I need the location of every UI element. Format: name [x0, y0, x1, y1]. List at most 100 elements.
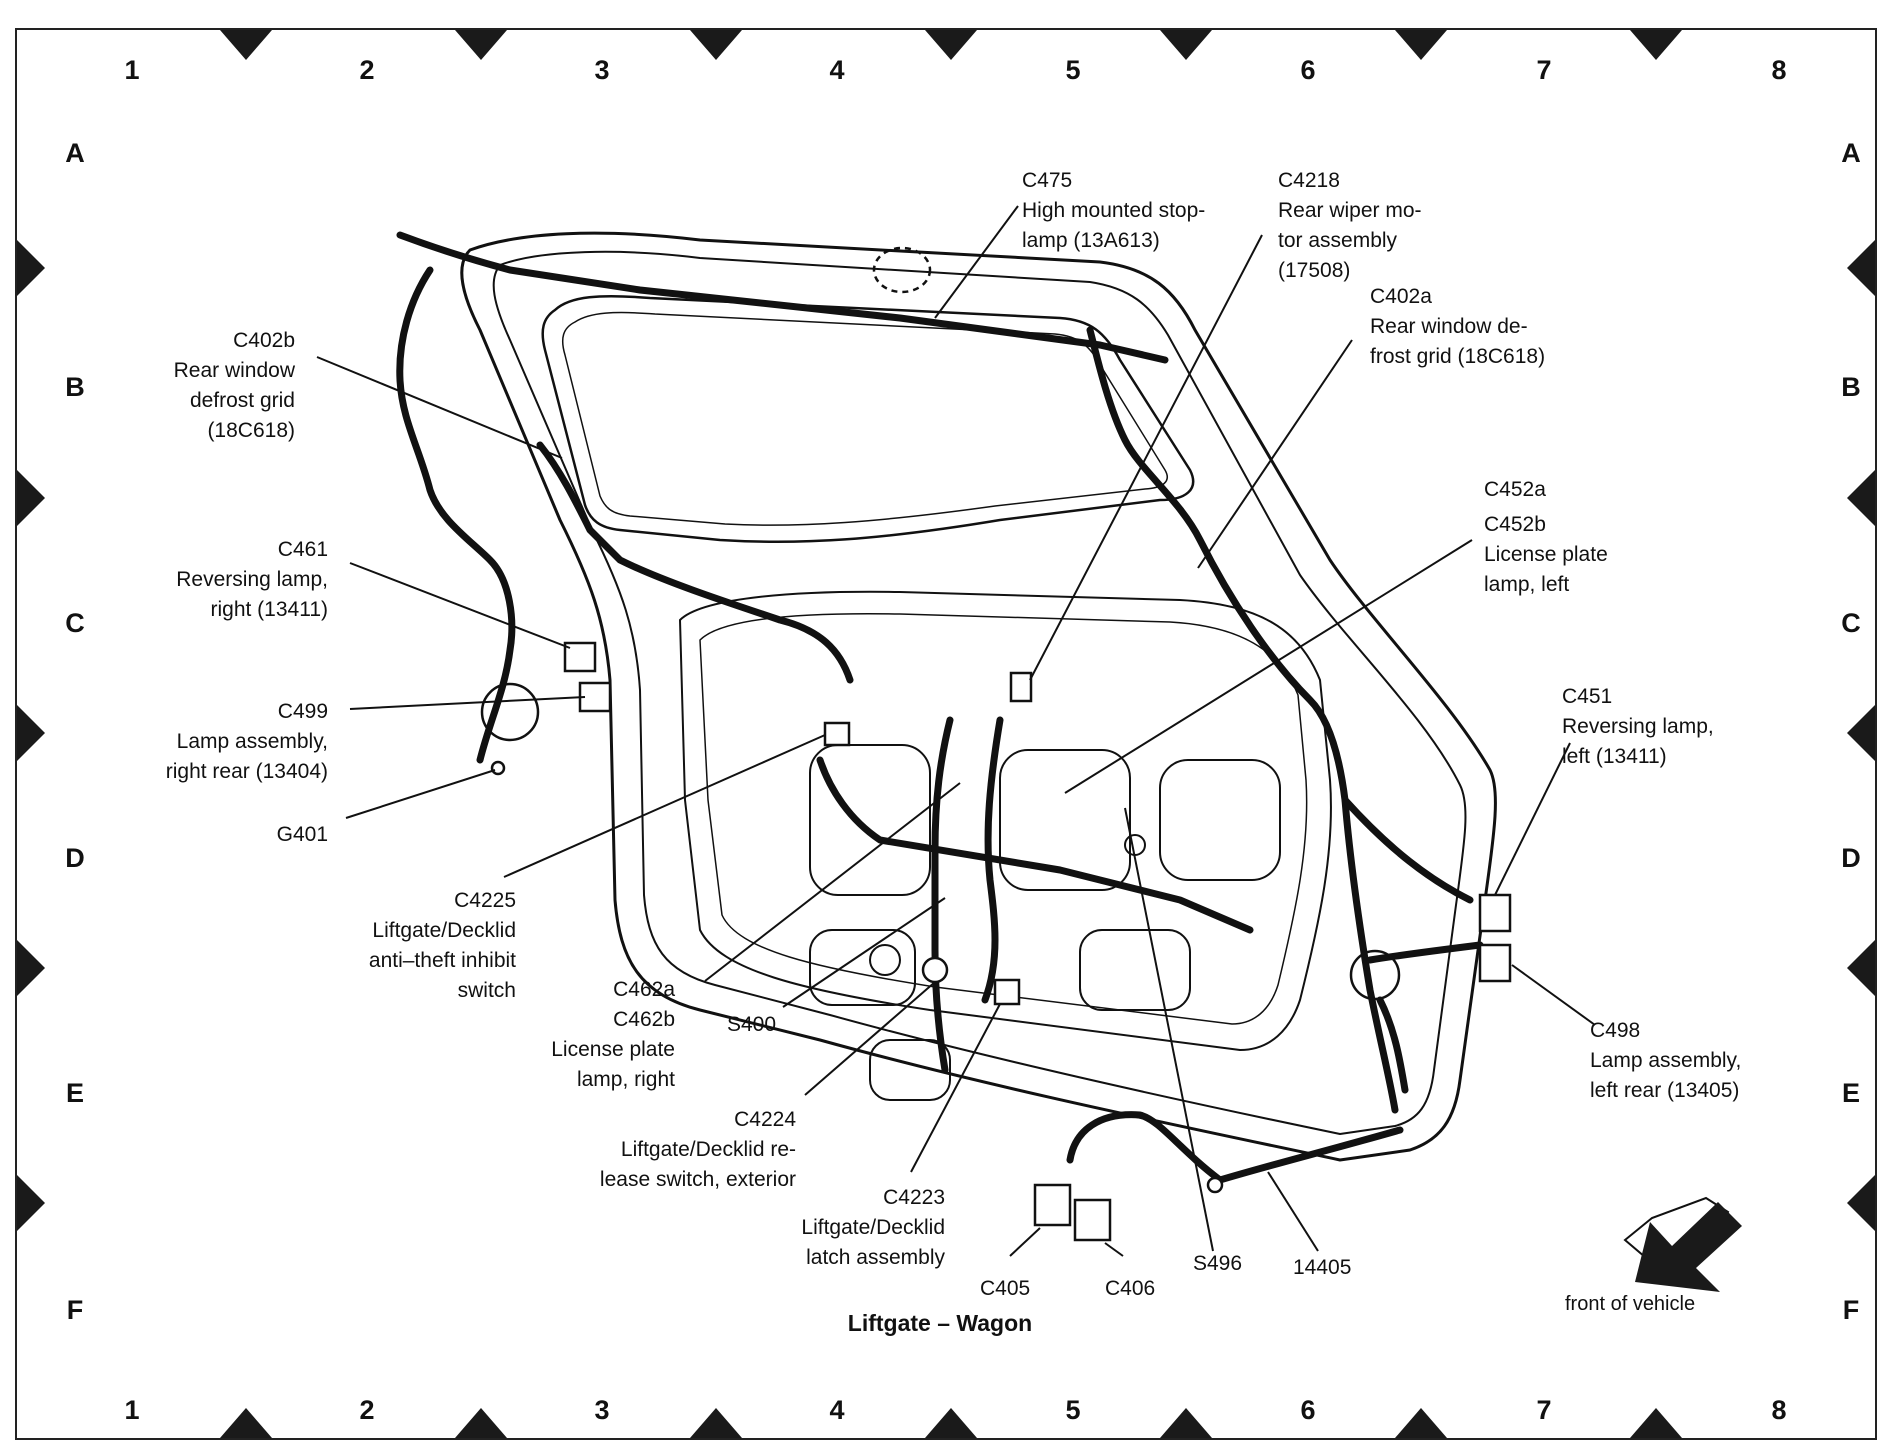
right-marker — [1847, 705, 1875, 761]
callout-c402b: C402b Rear window defrost grid (18C618) — [120, 326, 295, 446]
bottom-marker — [1395, 1408, 1447, 1438]
callout-14405: 14405 — [1293, 1253, 1351, 1283]
leader-c451 — [1494, 742, 1571, 896]
top-marker — [1630, 30, 1682, 60]
leader-s496 — [1124, 807, 1214, 1252]
grommet-right — [480, 682, 540, 742]
callout-c4223: C4223 Liftgate/Decklid latch assembly — [760, 1183, 945, 1273]
col-label: 7 — [1536, 1395, 1552, 1425]
row-label: D — [65, 843, 85, 873]
top-marker — [220, 30, 272, 60]
callout-text: lamp (13A613) — [1022, 229, 1160, 252]
leader-c402a — [1197, 339, 1353, 569]
callout-id: 14405 — [1293, 1256, 1352, 1279]
col-label: 1 — [124, 55, 140, 85]
callout-text: License plate — [1484, 543, 1608, 566]
connector-c4218 — [1009, 671, 1033, 703]
grid-markers — [17, 30, 1875, 1438]
callout-c499: C499 Lamp assembly, right rear (13404) — [130, 697, 328, 787]
row-label: F — [66, 1295, 84, 1325]
callout-c402a: C402a Rear window de- frost grid (18C618… — [1370, 282, 1545, 372]
callout-text: Reversing lamp, — [176, 568, 328, 591]
callout-text: Rear wiper mo- — [1278, 199, 1422, 222]
callout-c406: C406 — [1105, 1274, 1155, 1304]
callout-c498: C498 Lamp assembly, left rear (13405) — [1590, 1016, 1741, 1106]
callout-text: switch — [457, 979, 516, 1002]
callout-text: Rear window de- — [1370, 315, 1528, 338]
diagram-frame — [15, 28, 1877, 1440]
row-label: C — [1841, 608, 1861, 638]
connector-c451 — [1478, 893, 1512, 933]
callout-c405: C405 — [980, 1274, 1030, 1304]
top-marker — [455, 30, 507, 60]
callout-text: left (13411) — [1562, 745, 1667, 768]
callout-id: C4223 — [883, 1186, 945, 1209]
callout-text: latch assembly — [806, 1246, 945, 1269]
connector-c4224 — [921, 956, 949, 984]
connectors — [480, 246, 1512, 1242]
connector-c405 — [1033, 1183, 1072, 1227]
leader-c498 — [1511, 964, 1596, 1026]
left-marker — [17, 1175, 45, 1231]
col-label: 6 — [1300, 1395, 1316, 1425]
callout-text: Lamp assembly, — [176, 730, 328, 753]
leader-c406 — [1104, 1242, 1124, 1257]
grommet-left — [1349, 949, 1401, 1001]
callout-c4225: C4225 Liftgate/Decklid anti–theft inhibi… — [320, 886, 516, 1006]
right-marker — [1847, 470, 1875, 526]
callout-text: anti–theft inhibit — [368, 949, 516, 972]
callout-id: C4218 — [1278, 169, 1340, 192]
ground-g401 — [490, 760, 506, 776]
callout-c4218: C4218 Rear wiper mo- tor assembly (17508… — [1278, 166, 1422, 286]
leader-c4223 — [910, 1003, 1001, 1173]
connector-c4223 — [993, 978, 1021, 1006]
callout-id: C405 — [980, 1277, 1031, 1300]
connector-c406 — [1073, 1198, 1112, 1242]
bottom-marker — [1160, 1408, 1212, 1438]
leader-lines — [316, 205, 1596, 1257]
callout-id: C406 — [1105, 1277, 1156, 1300]
left-marker — [17, 940, 45, 996]
callout-text: High mounted stop- — [1022, 199, 1206, 222]
callout-id: C402b — [233, 329, 295, 352]
col-label: 5 — [1065, 1395, 1081, 1425]
callout-text: right rear (13404) — [165, 760, 328, 783]
callout-text: Liftgate/Decklid — [801, 1216, 945, 1239]
left-marker — [17, 470, 45, 526]
callout-c451: C451 Reversing lamp, left (13411) — [1562, 682, 1714, 772]
row-label: D — [1841, 843, 1861, 873]
col-label: 4 — [829, 55, 845, 85]
leader-c461 — [349, 562, 571, 649]
callout-text: lamp, right — [576, 1068, 675, 1091]
col-label: 3 — [594, 1395, 610, 1425]
front-arrow-icon — [1623, 1196, 1742, 1292]
leader-c402b — [316, 356, 563, 459]
callout-g401: G401 — [230, 820, 328, 850]
col-label: 1 — [124, 1395, 140, 1425]
leader-c475 — [934, 205, 1019, 319]
row-label: A — [1841, 138, 1861, 168]
callout-c4224: C4224 Liftgate/Decklid re- lease switch,… — [570, 1105, 796, 1195]
callout-text: right (13411) — [210, 598, 328, 621]
callout-id: C452a — [1484, 478, 1546, 501]
callout-text: left rear (13405) — [1590, 1079, 1740, 1102]
top-marker — [1395, 30, 1447, 60]
callout-text: lamp, left — [1484, 573, 1570, 596]
row-label: B — [65, 372, 85, 402]
connector-c4225 — [823, 721, 851, 747]
callout-c461: C461 Reversing lamp, right (13411) — [140, 535, 328, 625]
row-label: A — [65, 138, 85, 168]
callout-c475: C475 High mounted stop- lamp (13A613) — [1022, 166, 1205, 256]
col-label: 2 — [359, 1395, 375, 1425]
col-label: 3 — [594, 55, 610, 85]
callout-c462: C462a C462b License plate lamp, right — [520, 975, 675, 1095]
left-marker — [17, 240, 45, 296]
callout-id-2: C462b — [613, 1008, 675, 1031]
bottom-marker — [925, 1408, 977, 1438]
left-marker — [17, 705, 45, 761]
col-label: 8 — [1771, 55, 1787, 85]
row-label: E — [1841, 1078, 1860, 1108]
leader-c452 — [1064, 539, 1473, 794]
leader-c4225 — [503, 734, 826, 878]
callout-c452: C452a C452b License plate lamp, left — [1484, 475, 1608, 600]
